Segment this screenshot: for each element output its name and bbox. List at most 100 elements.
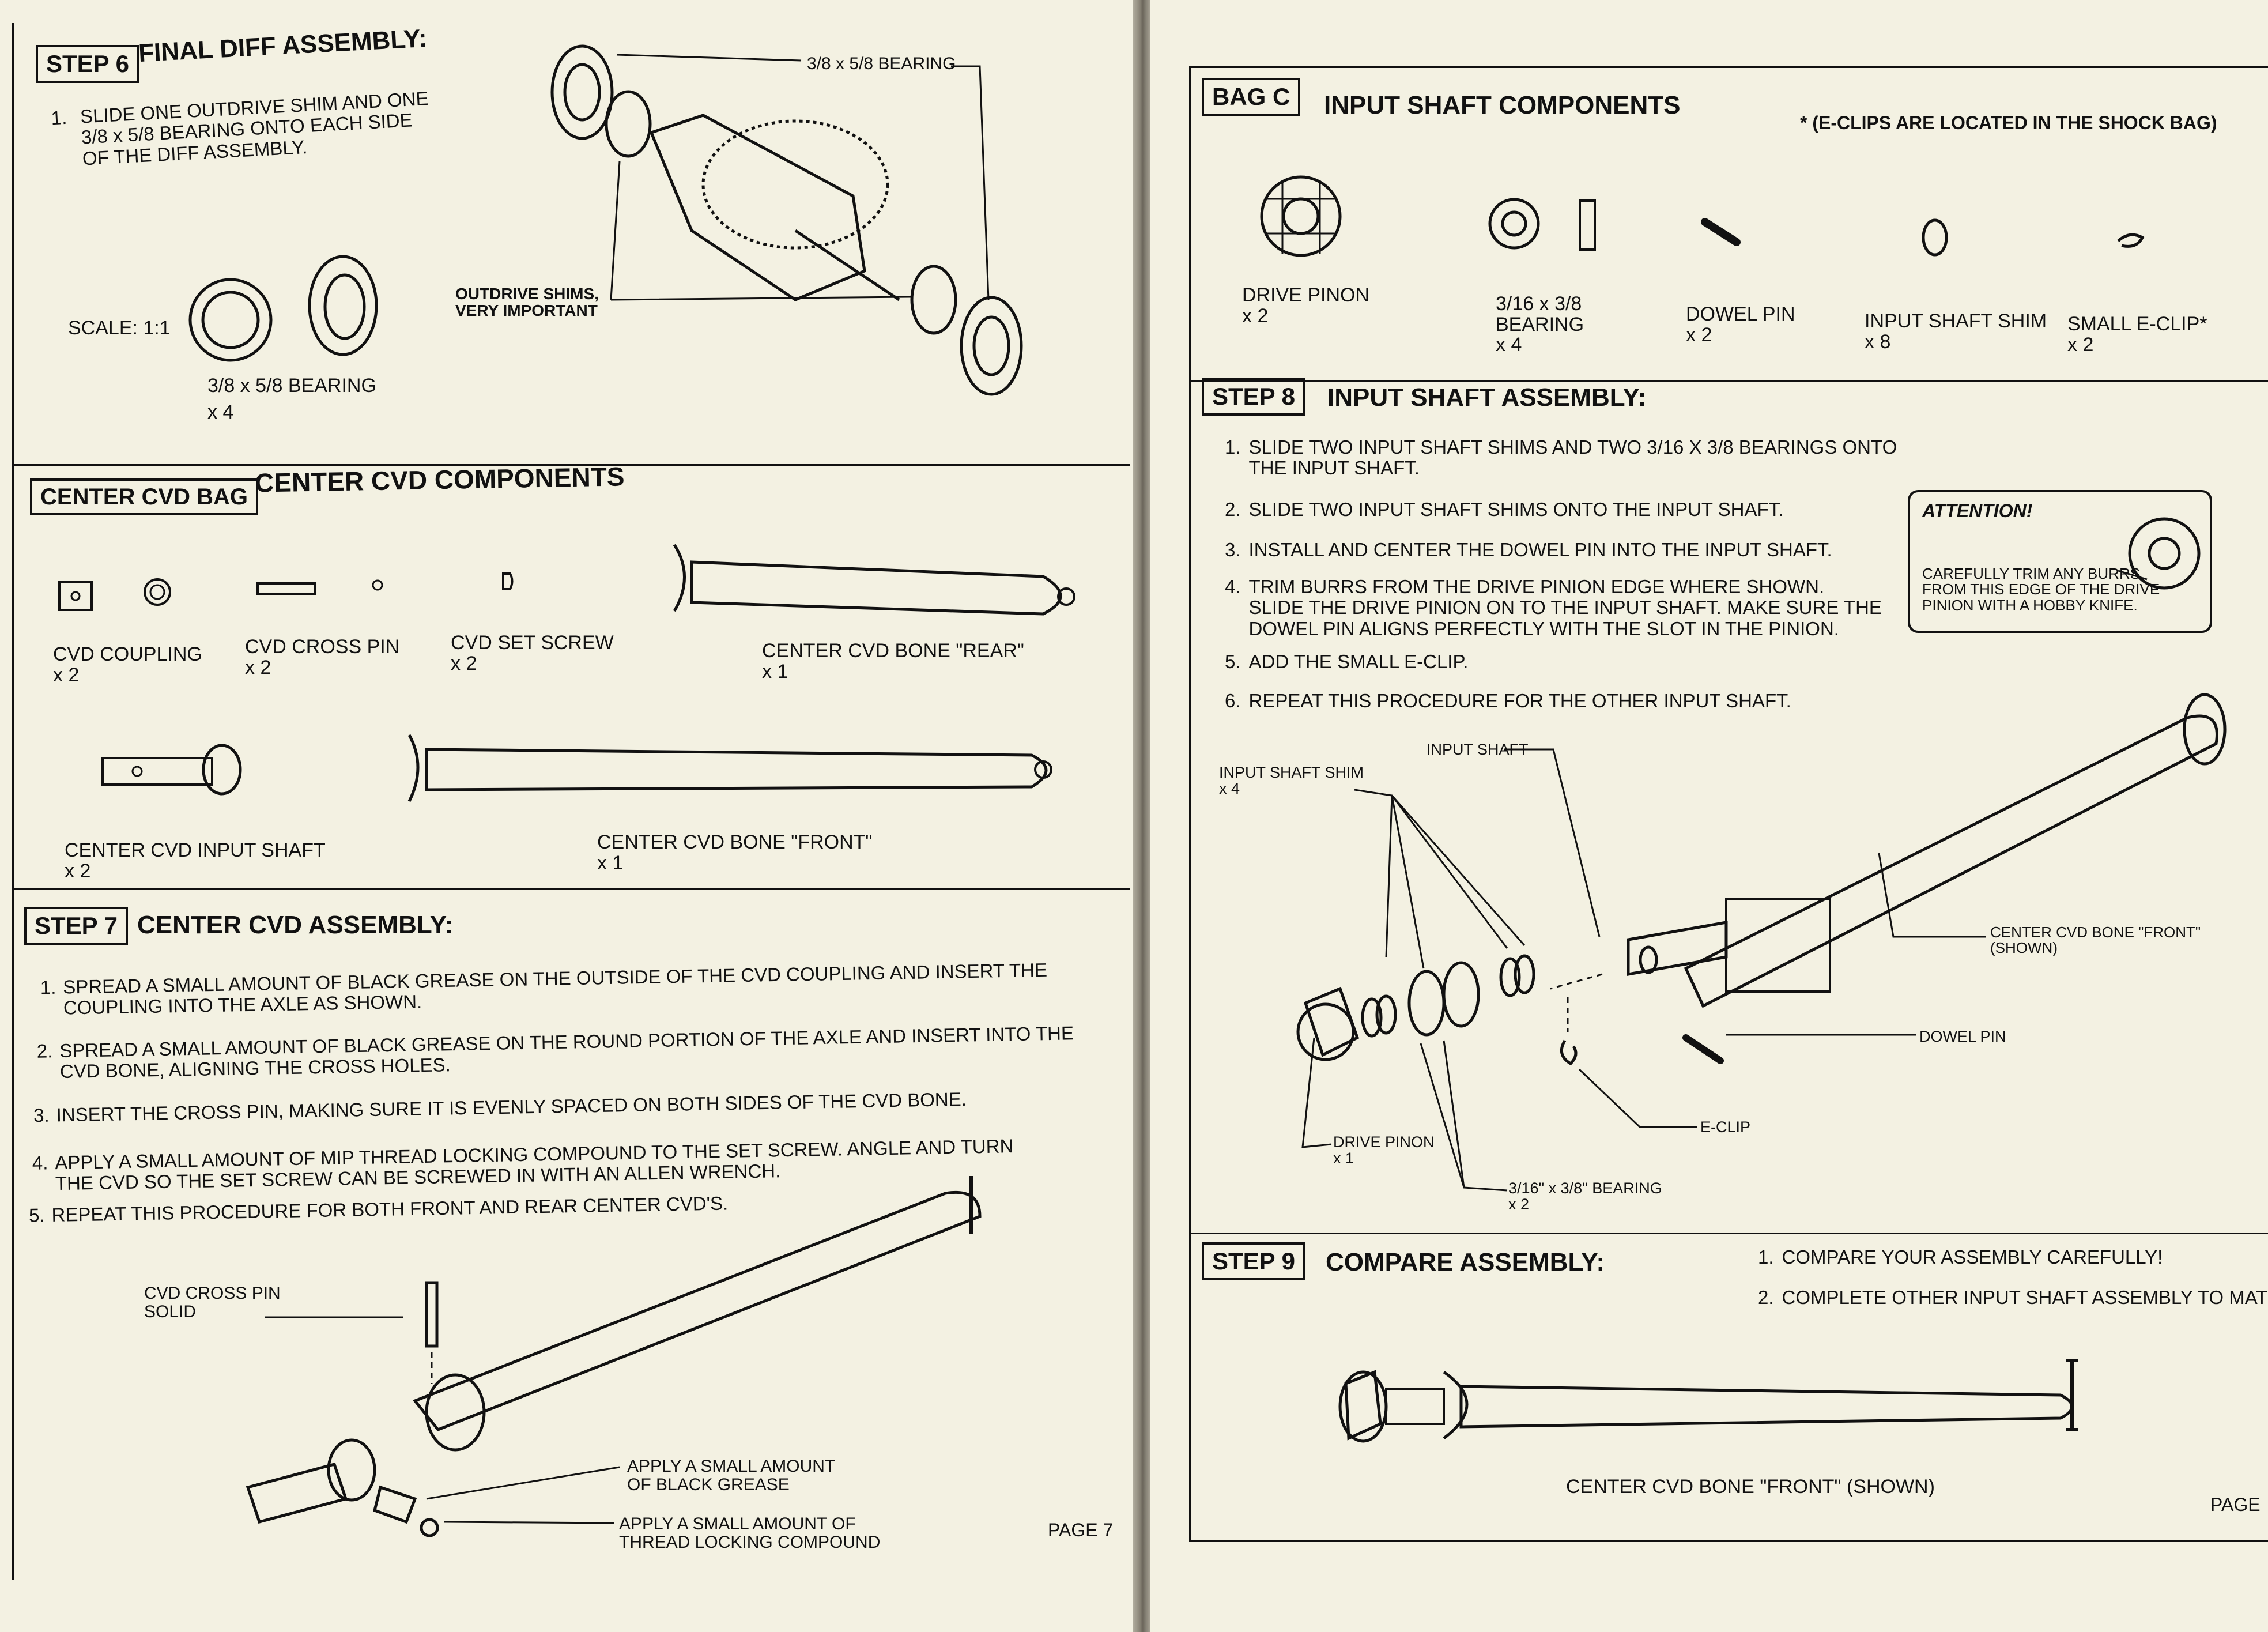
step8-shim-3-icon xyxy=(1375,994,1397,1035)
e-clip-note: * (E-CLIPS ARE LOCATED IN THE SHOCK BAG) xyxy=(1800,112,2217,133)
cvd-input-shaft-icon xyxy=(101,757,213,786)
callout-diff-bearing: 3/8 x 5/8 BEARING xyxy=(807,54,956,73)
bearing-part-icon xyxy=(1488,198,1540,250)
step7-bone-icon xyxy=(412,1190,982,1432)
divider-step8-step9 xyxy=(1189,1233,2268,1234)
cvd-set-screw-icon xyxy=(502,572,514,590)
step9-caption: CENTER CVD BONE "FRONT" (SHOWN) xyxy=(1566,1476,1935,1498)
right-page: BAG C INPUT SHAFT COMPONENTS * (E-CLIPS … xyxy=(1150,0,2268,1632)
step8-instruction-3: 3.INSTALL AND CENTER THE DOWEL PIN INTO … xyxy=(1225,539,1832,560)
step9-instruction-2: 2.COMPLETE OTHER INPUT SHAFT ASSEMBLY TO… xyxy=(1758,1287,2268,1308)
dowel-pin-part-icon xyxy=(1701,218,1741,246)
step9-cvd-bone-icon xyxy=(1443,1370,2074,1439)
right-page-drawings xyxy=(1260,175,2227,1443)
cvd-pin-end-icon xyxy=(372,579,383,591)
step7-input-shaft-icon xyxy=(246,1462,348,1524)
step8-e-clip-icon xyxy=(1560,1039,1578,1066)
callout-dowel-pin: DOWEL PIN xyxy=(1919,1028,2006,1045)
e-clip-part-icon xyxy=(2117,233,2145,248)
step8-cvd-bone-icon xyxy=(1684,714,2218,1008)
step9-drive-pinion-icon xyxy=(1344,1370,1382,1441)
diff-bearing-bottom-icon xyxy=(960,296,1023,396)
bag-c-tag: BAG C xyxy=(1202,78,1301,116)
callout-e-clip: E-CLIP xyxy=(1700,1118,1751,1136)
part-cvd-bone-rear: CENTER CVD BONE "REAR"x 1 xyxy=(762,640,1024,683)
bearing-side-part-icon xyxy=(1579,199,1596,251)
step7-tag: STEP 7 xyxy=(24,907,128,945)
diff-shim-top-icon xyxy=(605,90,652,158)
step8-input-shaft-icon xyxy=(1627,921,1728,976)
divider-bag-step7 xyxy=(12,888,1130,890)
step8-instruction-4: 4.TRIM BURRS FROM THE DRIVE PINION EDGE … xyxy=(1225,576,1882,639)
callout-outdrive-shims: OUTDRIVE SHIMS, VERY IMPORTANT xyxy=(455,285,599,320)
step8-shim-1-icon xyxy=(1514,954,1535,994)
step8-drive-pinion-icon xyxy=(1303,986,1360,1057)
drive-pinion-part-icon xyxy=(1260,175,1342,257)
right-frame-left xyxy=(1189,66,1191,1542)
shim-part-icon xyxy=(1922,218,1948,257)
scale-bearing-front-icon xyxy=(188,278,273,362)
step7-cross-pin-icon xyxy=(425,1281,439,1348)
step8-instruction-5: 5.ADD THE SMALL E-CLIP. xyxy=(1225,651,1469,672)
step7-coupling-icon xyxy=(373,1485,417,1524)
step8-bearing-2-icon xyxy=(1407,970,1446,1037)
page-number-left: PAGE 7 xyxy=(1048,1520,1114,1540)
left-page-drawings xyxy=(58,44,1075,1537)
step8-dowel-pin-icon xyxy=(1682,1034,1724,1064)
attention-pinion-icon xyxy=(2128,517,2201,590)
cvd-bone-front-icon xyxy=(407,734,1048,802)
diff-gear-body-icon xyxy=(649,114,866,301)
bearing-38x58-qty: x 4 xyxy=(207,401,234,423)
center-cvd-bag-tag: CENTER CVD BAG xyxy=(30,478,259,515)
diff-bearing-top-icon xyxy=(550,44,614,140)
bag-c-title: INPUT SHAFT COMPONENTS xyxy=(1324,91,1681,119)
cvd-coupling-ring-icon xyxy=(144,578,171,606)
page-number-right: PAGE xyxy=(2210,1494,2261,1515)
step8-bearing-1-icon xyxy=(1442,961,1480,1028)
right-frame-top xyxy=(1189,66,2268,68)
left-frame-border xyxy=(12,23,14,1580)
left-page: STEP 6 FINAL DIFF ASSEMBLY: 1. SLIDE ONE… xyxy=(0,0,1133,1632)
diff-shim-bottom-icon xyxy=(910,265,957,335)
scale-label: SCALE: 1:1 xyxy=(68,317,171,339)
step8-tag: STEP 8 xyxy=(1202,378,1305,416)
cvd-bone-rear-icon xyxy=(673,544,1062,616)
bearing-38x58-label: 3/8 x 5/8 BEARING xyxy=(207,375,376,397)
step8-title: INPUT SHAFT ASSEMBLY: xyxy=(1327,383,1647,412)
step9-title: COMPARE ASSEMBLY: xyxy=(1326,1248,1605,1276)
attention-box xyxy=(1908,490,2212,633)
scale-bearing-side-icon xyxy=(308,255,378,356)
step9-instruction-1: 1.COMPARE YOUR ASSEMBLY CAREFULLY! xyxy=(1758,1246,2163,1268)
divider-bag-step8 xyxy=(1189,380,2268,382)
step9-bearings-icon xyxy=(1385,1388,1445,1425)
step8-shim-4-icon xyxy=(1361,997,1383,1038)
part-small-e-clip: SMALL E-CLIP*x 2 xyxy=(2067,313,2207,356)
attention-title: ATTENTION! xyxy=(1922,500,2033,521)
callout-cvd-bone-front: CENTER CVD BONE "FRONT"(SHOWN) xyxy=(1990,924,2201,957)
step8-instruction-2: 2.SLIDE TWO INPUT SHAFT SHIMS ONTO THE I… xyxy=(1225,499,1784,520)
step8-instruction-6: 6.REPEAT THIS PROCEDURE FOR THE OTHER IN… xyxy=(1225,690,1791,711)
step8-cvd-cup-icon xyxy=(1725,898,1831,993)
part-cvd-bone-front: CENTER CVD BONE "FRONT"x 1 xyxy=(597,831,873,874)
step8-shim-2-icon xyxy=(1499,957,1521,997)
right-frame-bottom xyxy=(1189,1540,2268,1542)
divider-step6-bag xyxy=(12,464,1130,466)
cvd-cross-pin-icon xyxy=(256,582,316,595)
step7-set-screw-icon xyxy=(420,1518,439,1537)
step6-tag: STEP 6 xyxy=(36,45,139,84)
